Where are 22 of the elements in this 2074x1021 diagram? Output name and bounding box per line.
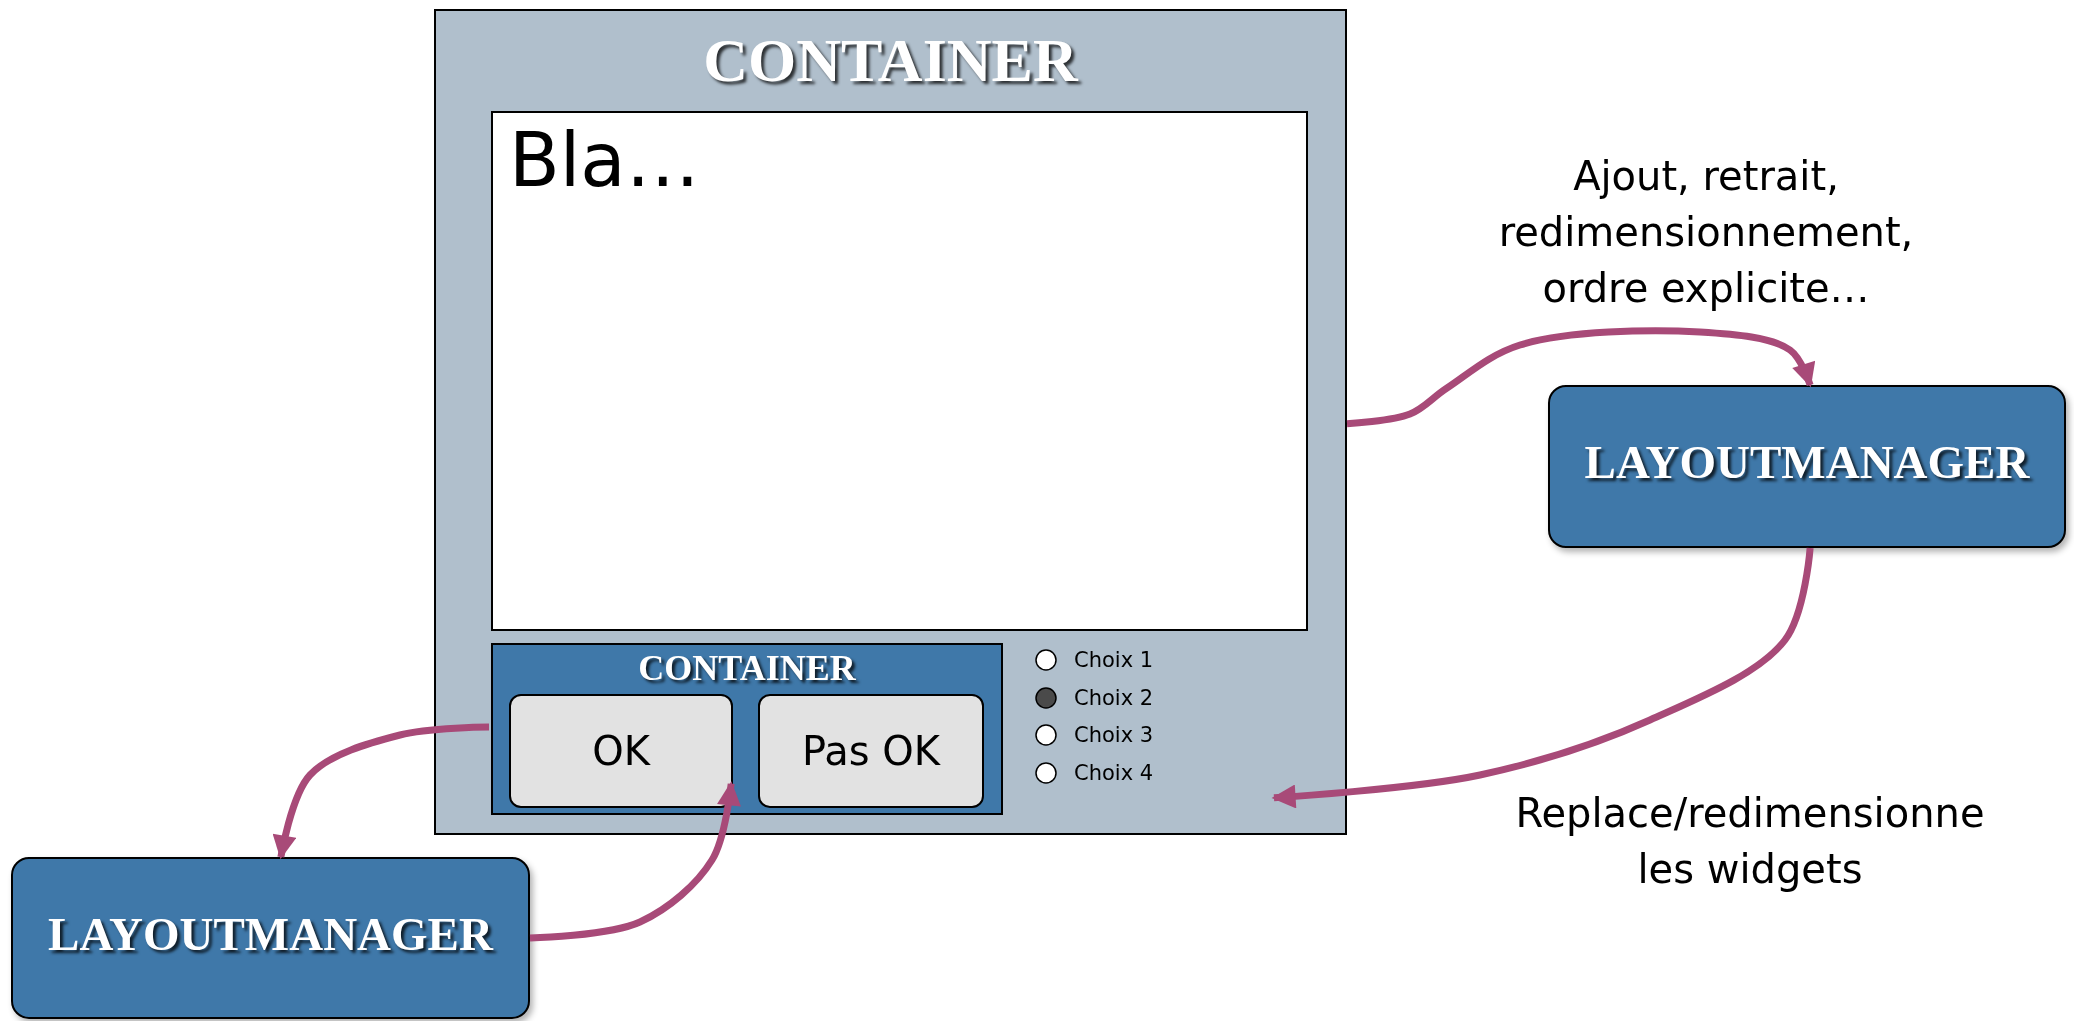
option-label: Choix 2 [1074,685,1154,710]
option-label: Choix 3 [1074,723,1154,747]
layout-manager-title: LAYOUTMANAGER [48,907,493,961]
layout-manager-title: LAYOUTMANAGER [1584,435,2030,489]
arrow [272,723,490,860]
push-button: OK [509,694,733,808]
edge-label: Ajout, retrait, redimensionnement, ordre explicite… [1497,152,1915,313]
arrow [529,781,741,942]
layout-manager-box [1548,385,2066,548]
arrow [1346,327,1815,428]
container-title: CONTAINER [638,647,856,689]
arrow [1271,547,1814,809]
text-content: Bla… [509,117,700,203]
push-button: Pas OK [758,694,984,808]
option-label: Choix 1 [1074,648,1154,672]
container-panel [434,9,1347,835]
layout-manager-box [11,857,530,1019]
edge-label: Replace/redimensionne les widgets [1514,789,1986,894]
option-label: Choix 4 [1074,760,1154,785]
text-area [491,111,1308,631]
container-title: CONTAINER [703,25,1078,96]
container-panel [491,643,1003,815]
